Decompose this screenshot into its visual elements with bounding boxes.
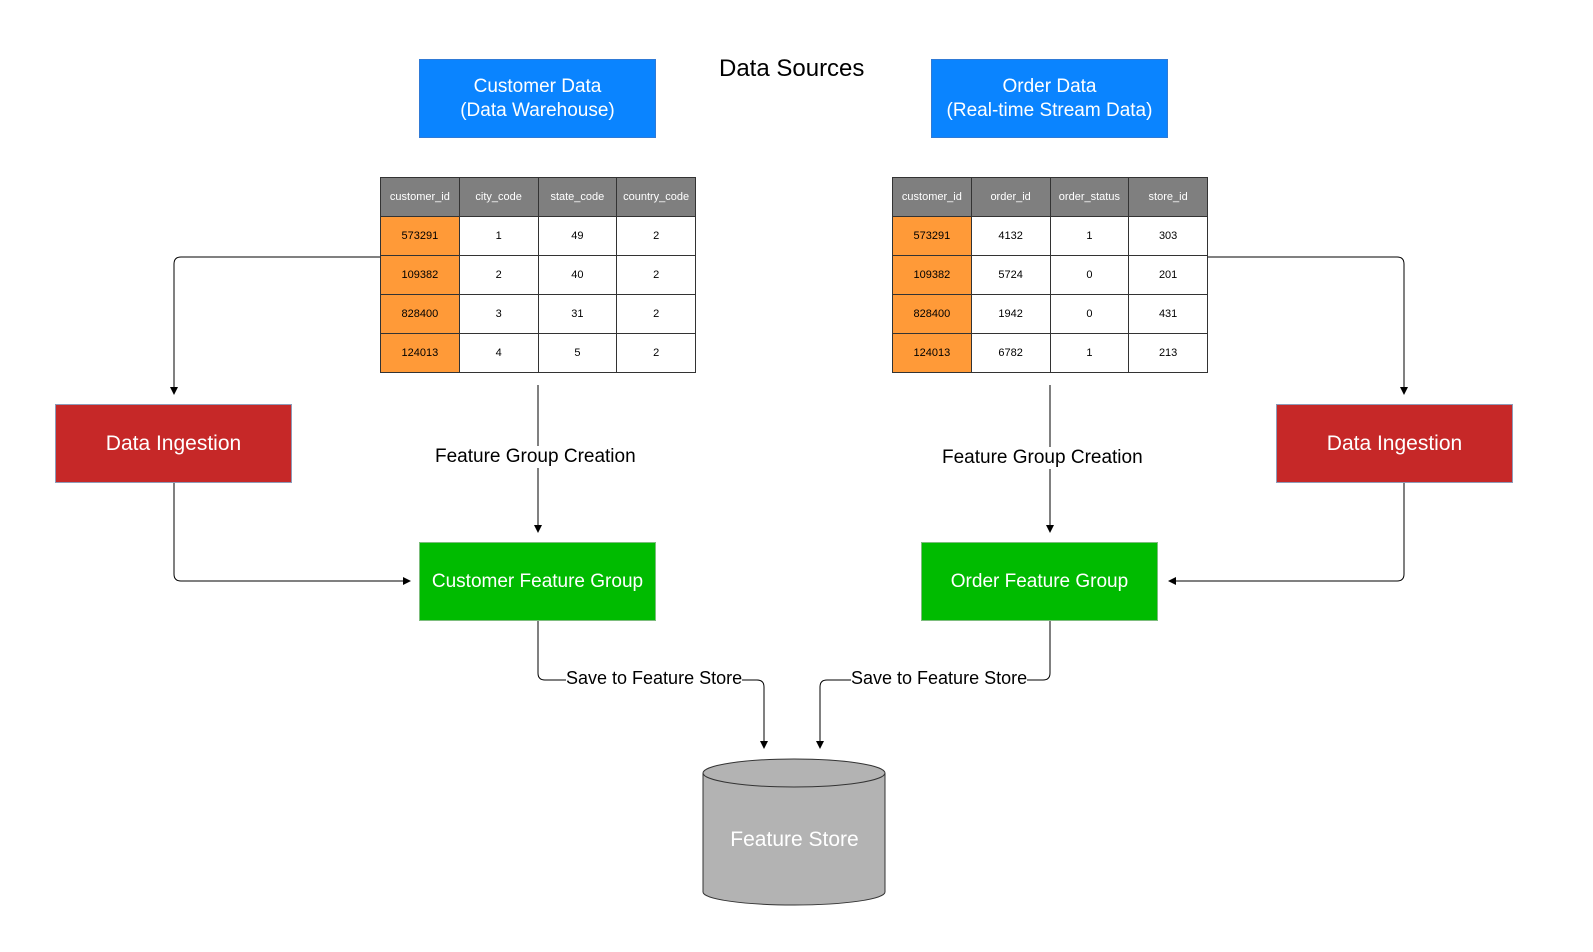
table-cell: 303 xyxy=(1128,216,1208,256)
table-cell: 3 xyxy=(458,294,539,334)
table-header: state_code xyxy=(537,177,618,217)
table-cell: 4 xyxy=(458,333,539,373)
table-header: country_code xyxy=(616,177,696,217)
table-cell: 2 xyxy=(616,333,696,373)
table-header: city_code xyxy=(458,177,539,217)
table-cell: 201 xyxy=(1128,255,1208,295)
customer-id-cell: 828400 xyxy=(892,294,972,334)
customer-source-line1: Customer Data xyxy=(473,75,602,97)
feature-store-label: Feature Store xyxy=(730,828,859,851)
table-row: 828400 1942 0 431 xyxy=(892,294,1208,334)
edge-customer-table-to-ingestion xyxy=(170,256,381,395)
table-row: 124013 6782 1 213 xyxy=(892,333,1208,373)
feature-group-creation-left-label: Feature Group Creation xyxy=(435,446,636,468)
table-row: 573291 1 49 2 xyxy=(380,216,696,256)
feature-store-cylinder xyxy=(702,758,886,906)
table-cell: 1942 xyxy=(970,294,1051,334)
order-feature-group-box: Order Feature Group xyxy=(921,542,1158,621)
order-data-source-box: Order Data (Real-time Stream Data) xyxy=(931,59,1168,138)
table-cell: 2 xyxy=(458,255,539,295)
edge-order-table-to-ingestion xyxy=(1207,256,1408,395)
order-source-line2: (Real-time Stream Data) xyxy=(946,99,1153,121)
customer-data-table: customer_id city_code state_code country… xyxy=(380,177,696,373)
customer-id-cell: 109382 xyxy=(380,255,460,295)
table-cell: 0 xyxy=(1049,294,1130,334)
table-cell: 2 xyxy=(616,294,696,334)
table-cell: 2 xyxy=(616,255,696,295)
edge-ingestion-to-order-fg xyxy=(1168,483,1405,585)
table-header: customer_id xyxy=(380,177,460,217)
table-cell: 1 xyxy=(1049,216,1130,256)
table-row: 109382 2 40 2 xyxy=(380,255,696,295)
save-to-feature-store-left-label: Save to Feature Store xyxy=(566,668,743,689)
save-to-feature-store-right-label: Save to Feature Store xyxy=(851,668,1028,689)
customer-id-cell: 573291 xyxy=(892,216,972,256)
customer-source-line2: (Data Warehouse) xyxy=(460,99,615,121)
customer-id-cell: 109382 xyxy=(892,255,972,295)
table-cell: 40 xyxy=(537,255,618,295)
table-row: 573291 4132 1 303 xyxy=(892,216,1208,256)
table-header: order_id xyxy=(970,177,1051,217)
order-data-table: customer_id order_id order_status store_… xyxy=(892,177,1208,373)
table-cell: 5 xyxy=(537,333,618,373)
table-cell: 213 xyxy=(1128,333,1208,373)
table-cell: 49 xyxy=(537,216,618,256)
table-cell: 0 xyxy=(1049,255,1130,295)
edge-ingestion-to-customer-fg xyxy=(173,483,411,585)
table-cell: 2 xyxy=(616,216,696,256)
table-header: customer_id xyxy=(892,177,972,217)
customer-id-cell: 124013 xyxy=(892,333,972,373)
table-row: 124013 4 5 2 xyxy=(380,333,696,373)
table-cell: 4132 xyxy=(970,216,1051,256)
data-ingestion-left-box: Data Ingestion xyxy=(55,404,292,483)
order-source-line1: Order Data xyxy=(1002,75,1097,97)
feature-group-creation-right-label: Feature Group Creation xyxy=(942,447,1143,469)
table-cell: 1 xyxy=(458,216,539,256)
customer-feature-group-box: Customer Feature Group xyxy=(419,542,656,621)
customer-id-cell: 828400 xyxy=(380,294,460,334)
table-header: order_status xyxy=(1049,177,1130,217)
customer-data-source-box: Customer Data (Data Warehouse) xyxy=(419,59,656,138)
customer-id-cell: 124013 xyxy=(380,333,460,373)
table-cell: 31 xyxy=(537,294,618,334)
table-row: 828400 3 31 2 xyxy=(380,294,696,334)
customer-id-cell: 573291 xyxy=(380,216,460,256)
table-cell: 431 xyxy=(1128,294,1208,334)
table-cell: 1 xyxy=(1049,333,1130,373)
data-ingestion-right-box: Data Ingestion xyxy=(1276,404,1513,483)
table-row: 109382 5724 0 201 xyxy=(892,255,1208,295)
diagram-title: Data Sources xyxy=(719,55,865,82)
table-cell: 6782 xyxy=(970,333,1051,373)
table-header: store_id xyxy=(1128,177,1208,217)
table-cell: 5724 xyxy=(970,255,1051,295)
